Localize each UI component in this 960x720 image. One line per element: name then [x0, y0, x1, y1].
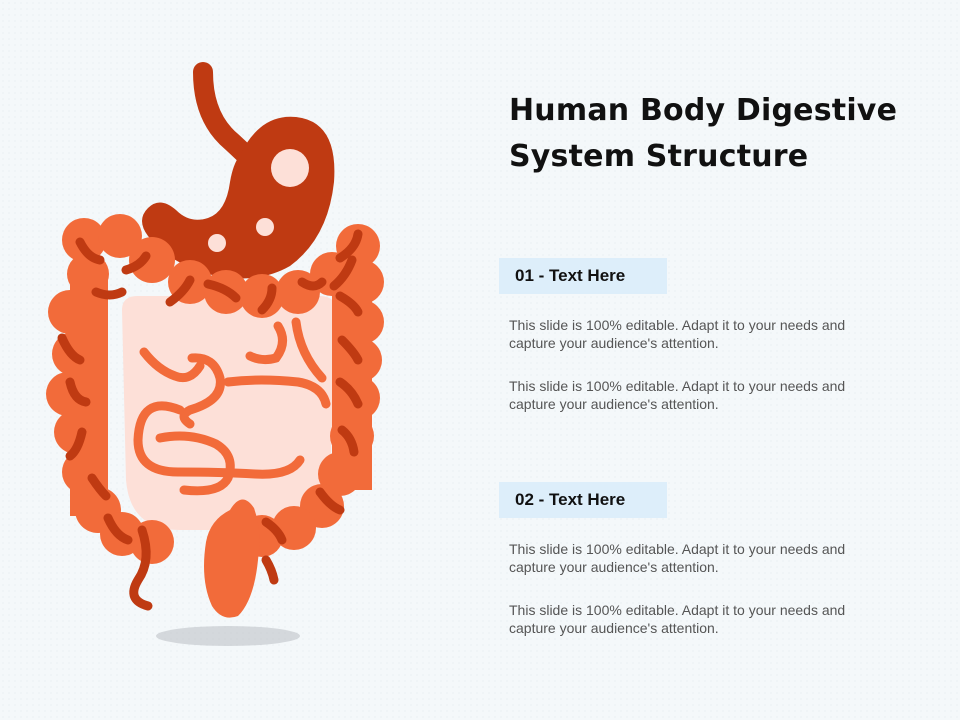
- section-1-tag: 01 - Text Here: [499, 258, 667, 294]
- page-title: Human Body Digestive System Structure: [509, 88, 929, 180]
- appendix: [129, 525, 153, 611]
- title-line-2: System Structure: [509, 139, 809, 174]
- title-line-1: Human Body Digestive: [509, 93, 898, 128]
- colon-markings: [57, 229, 363, 585]
- section-2-tag: 02 - Text Here: [499, 482, 667, 518]
- section-2-paragraph-2: This slide is 100% editable. Adapt it to…: [509, 602, 846, 636]
- section-1-paragraph-2: This slide is 100% editable. Adapt it to…: [509, 378, 846, 412]
- digestive-system-icon: [46, 62, 384, 646]
- small-intestine: [133, 317, 331, 496]
- section-2-paragraph-1: This slide is 100% editable. Adapt it to…: [509, 541, 846, 575]
- stomach: [142, 62, 335, 279]
- illustration-shadow: [156, 626, 300, 646]
- section-1-paragraph-1: This slide is 100% editable. Adapt it to…: [509, 317, 846, 351]
